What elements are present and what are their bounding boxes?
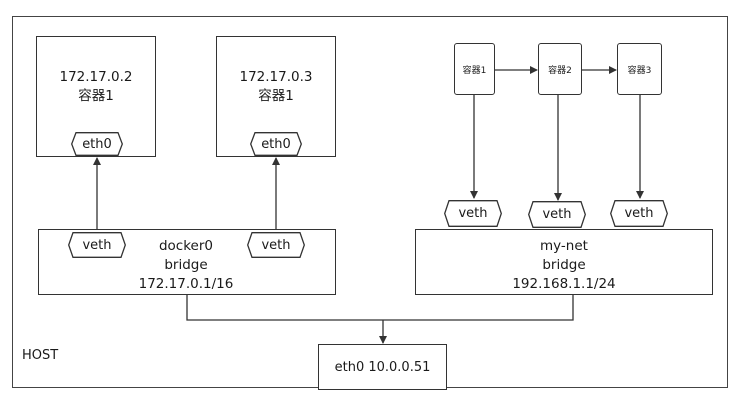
container-2-ip: 172.17.0.3 <box>239 69 313 85</box>
container-2-eth0: eth0 <box>250 132 302 156</box>
mynet-veth-1: veth <box>444 200 502 227</box>
docker0-veth-1: veth <box>68 232 126 258</box>
docker0-name: docker0 <box>158 238 214 254</box>
mynet-text: my-net bridge 192.168.1.1/24 <box>500 237 628 294</box>
host-label: HOST <box>22 348 59 363</box>
container-1-eth0: eth0 <box>71 132 123 156</box>
mynet-name: my-net <box>540 238 588 254</box>
bridge-join-line <box>186 294 574 321</box>
docker0-text: docker0 bridge 172.17.0.1/16 <box>126 237 246 294</box>
docker0-cidr: 172.17.0.1/16 <box>138 276 234 292</box>
mynet-bridge-box <box>415 229 713 295</box>
mynet-veth-3: veth <box>610 200 668 227</box>
host-eth0-box: eth0 10.0.0.51 <box>318 344 447 390</box>
container-1-ip: 172.17.0.2 <box>59 69 133 85</box>
docker0-veth-2: veth <box>247 232 305 258</box>
mynet-container-3: 容器3 <box>617 43 662 95</box>
mynet-cidr: 192.168.1.1/24 <box>512 276 616 292</box>
docker0-type: bridge <box>164 257 208 273</box>
container-1-text: 172.17.0.2 容器1 <box>36 68 156 106</box>
container-2-name: 容器1 <box>258 88 294 104</box>
mynet-type: bridge <box>542 257 586 273</box>
mynet-veth-2: veth <box>528 201 586 228</box>
mynet-container-1: 容器1 <box>454 43 495 95</box>
mynet-container-2: 容器2 <box>538 43 582 95</box>
container-2-text: 172.17.0.3 容器1 <box>216 68 336 106</box>
container-1-name: 容器1 <box>78 88 114 104</box>
